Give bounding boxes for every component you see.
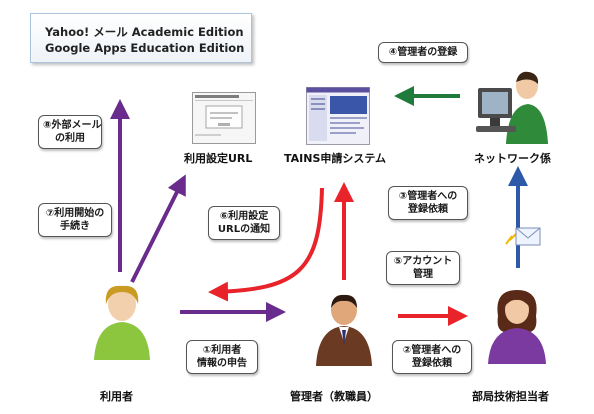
step5-line1: ⑤アカウント	[393, 256, 453, 267]
node-label-user: 利用者	[100, 390, 133, 403]
service-yahoo: Yahoo! メール Academic Edition	[45, 25, 244, 39]
callout-step2: ②管理者への 登録依頼	[392, 340, 472, 374]
network-staff-icon	[476, 71, 548, 144]
callout-step6: ⑥利用設定 URLの通知	[208, 206, 280, 240]
step3-line2: 登録依頼	[408, 204, 448, 215]
admin-icon	[316, 294, 372, 366]
arrow-step6	[208, 187, 324, 302]
callout-step4: ④管理者の登録	[378, 42, 468, 63]
node-label-settings-url: 利用設定URL	[184, 152, 253, 165]
callout-step3: ③管理者への 登録依頼	[388, 186, 468, 220]
step4-line1: ④管理者の登録	[388, 47, 458, 58]
settings-url-screen-icon	[192, 92, 256, 144]
step3-line1: ③管理者への	[398, 191, 458, 202]
step6-line1: ⑥利用設定	[219, 211, 269, 222]
node-label-network: ネットワーク係	[474, 152, 551, 165]
step2-line1: ②管理者への	[402, 345, 462, 356]
mail-envelope-icon	[505, 227, 541, 246]
arrow-step7	[130, 174, 186, 283]
step7-line1: ⑦利用開始の	[45, 208, 105, 219]
step5-line2: 管理	[413, 269, 433, 280]
step2-line2: 登録依頼	[412, 358, 452, 369]
callout-step1: ①利用者 情報の申告	[186, 340, 258, 374]
department-tech-icon	[488, 290, 546, 364]
node-label-dept: 部局技術担当者	[472, 390, 549, 403]
step1-line1: ①利用者	[202, 345, 242, 356]
step6-line2: URLの通知	[217, 224, 271, 235]
step8-line2: の利用	[55, 133, 85, 144]
callout-step7: ⑦利用開始の 手続き	[38, 203, 112, 237]
callout-step5: ⑤アカウント 管理	[386, 251, 460, 285]
step8-line1: ⑧外部メール	[43, 120, 102, 131]
callout-step8: ⑧外部メール の利用	[38, 115, 102, 149]
service-google: Google Apps Education Edition	[45, 41, 245, 55]
tains-screen-icon	[306, 87, 370, 145]
node-label-admin: 管理者（教職員）	[290, 390, 378, 403]
services-box: Yahoo! メール Academic Edition Google Apps …	[30, 13, 252, 63]
step7-line2: 手続き	[60, 221, 90, 232]
node-label-tains: TAINS申請システム	[284, 152, 387, 165]
step1-line2: 情報の申告	[197, 358, 247, 369]
user-icon	[94, 285, 150, 360]
